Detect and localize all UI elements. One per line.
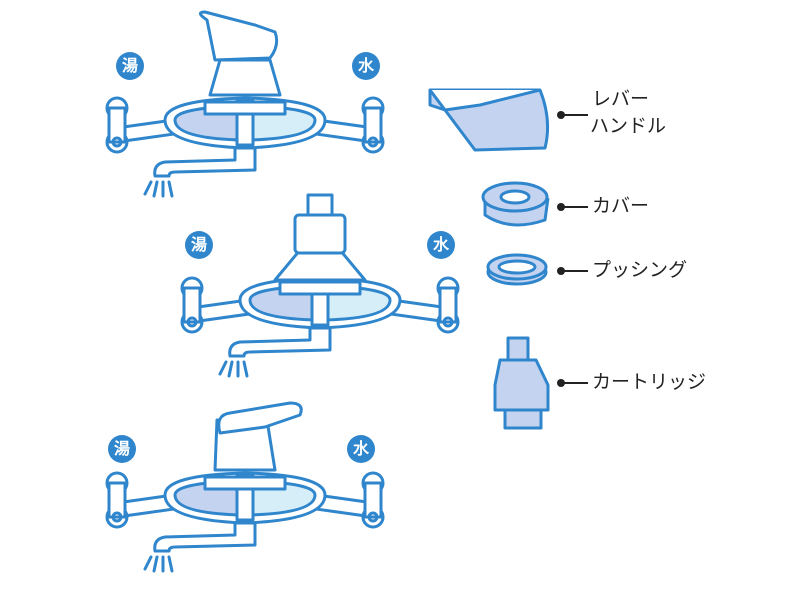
- leader-line: [557, 203, 588, 211]
- leader-line: [557, 111, 588, 119]
- part-label-packing: プッシング: [592, 259, 688, 281]
- faucet-lever-type: [105, 10, 385, 198]
- faucet-cap-type: [180, 193, 460, 378]
- leader-line: [557, 379, 588, 387]
- faucet-lever-type-2: [105, 401, 385, 573]
- cover-part: [481, 181, 550, 227]
- cold-badge: 水: [352, 52, 380, 80]
- cartridge-part: [493, 336, 550, 430]
- label-line: ハンドル: [590, 115, 667, 137]
- hot-badge: 湯: [116, 52, 144, 80]
- lever-handle-part: [428, 88, 550, 152]
- part-label-cover: カバー: [592, 195, 650, 217]
- part-label-cartridge: カートリッジ: [592, 371, 707, 393]
- hot-badge: 湯: [108, 435, 136, 463]
- leader-line: [557, 267, 588, 275]
- cold-badge: 水: [427, 231, 455, 259]
- part-label-lever-handle: レバー ハンドル: [590, 86, 667, 140]
- hot-badge: 湯: [185, 231, 213, 259]
- label-line: レバー: [592, 88, 650, 110]
- packing-part: [486, 253, 548, 286]
- cold-badge: 水: [347, 435, 375, 463]
